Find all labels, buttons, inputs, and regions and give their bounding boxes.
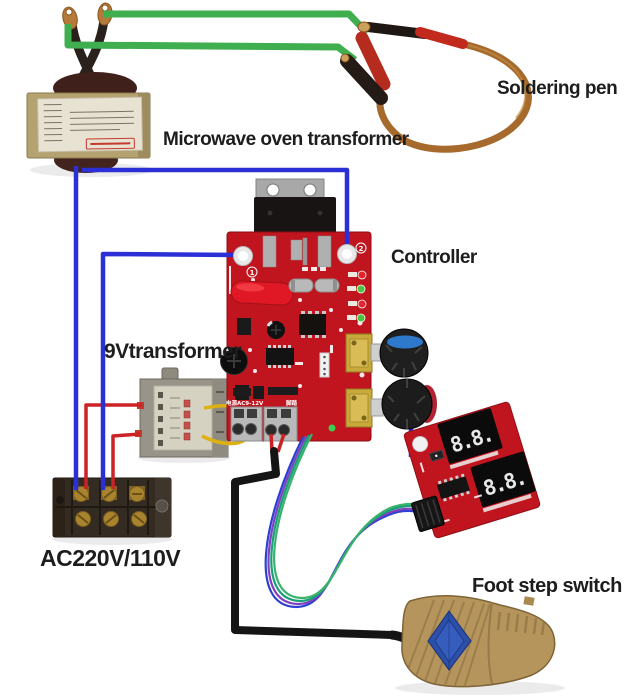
wire-blue-controller-to-terminal bbox=[100, 251, 242, 490]
electrolytic-cap-large bbox=[220, 347, 248, 375]
ribbon-strand-green bbox=[273, 433, 427, 600]
potentiometer-2 bbox=[345, 388, 384, 428]
soldering-pen bbox=[340, 21, 532, 153]
led-green-1 bbox=[356, 284, 366, 294]
ac-terminal-block bbox=[52, 477, 172, 538]
pen-handle-tip bbox=[340, 53, 350, 63]
hole-marker-2: 2 bbox=[359, 245, 364, 253]
wire-green-bottom bbox=[64, 24, 358, 63]
pot2-bushing bbox=[370, 398, 384, 417]
display-ic bbox=[436, 473, 470, 502]
foot-switch-terminal bbox=[263, 406, 298, 442]
copper-lug-left bbox=[62, 6, 78, 30]
pen-brass-ferrule bbox=[357, 21, 371, 33]
mot-label-plate bbox=[37, 96, 143, 153]
pen-red-band bbox=[415, 27, 468, 49]
blue-mains-wires bbox=[73, 166, 350, 490]
wire-red-transformer-1 bbox=[84, 403, 142, 489]
small-transistors bbox=[233, 318, 298, 400]
ribbon-cable bbox=[264, 433, 427, 609]
transformer-pins-left bbox=[158, 392, 163, 446]
status-leds bbox=[356, 270, 367, 323]
pcb-silkscreen-marks bbox=[229, 266, 365, 388]
triac-dot-left bbox=[267, 210, 273, 216]
label-microwave-oven-transformer: Microwave oven transformer bbox=[163, 129, 410, 150]
display-bottom-pads bbox=[482, 493, 532, 513]
green-output-wires bbox=[64, 10, 370, 63]
label-foot-step-switch: Foot step switch bbox=[472, 575, 622, 597]
knob-2 bbox=[381, 378, 437, 430]
electrolytic-cap-small bbox=[266, 320, 285, 339]
silkscreen-foot-label: 脚踏 bbox=[286, 399, 298, 407]
foot-switch-wiring bbox=[231, 433, 419, 650]
hole-marker-1: 1 bbox=[250, 269, 255, 277]
label-9v-transformer: 9Vtransformer bbox=[104, 340, 241, 363]
display-bottom-block bbox=[470, 451, 536, 508]
triac-module-body bbox=[254, 197, 336, 238]
mounting-hole-1: 1 bbox=[233, 246, 258, 278]
transformer-right-bracket bbox=[212, 379, 228, 457]
terminal-brass-screws bbox=[73, 486, 147, 527]
foot-pedal bbox=[401, 594, 556, 688]
pedal-crease bbox=[487, 601, 493, 685]
led-resistors bbox=[347, 272, 357, 320]
led-red-1 bbox=[357, 270, 367, 280]
wire-green-top bbox=[104, 10, 370, 36]
pedal-diamond-logo bbox=[427, 610, 472, 671]
controller-components: 1 2 bbox=[220, 242, 384, 442]
terminal-end-screw bbox=[155, 499, 169, 513]
pen-copper-highlight bbox=[462, 43, 527, 119]
display-module: 8.8. 8.8. bbox=[403, 401, 541, 539]
mot-red-stamp bbox=[85, 137, 135, 150]
display-mount-hole bbox=[412, 436, 429, 453]
pen-handle-red bbox=[355, 31, 391, 91]
red-cylinder-component bbox=[230, 280, 294, 306]
transformer-pins-right bbox=[183, 399, 191, 441]
nine-v-transformer bbox=[135, 367, 229, 458]
knob-1 bbox=[379, 328, 429, 378]
display-ribbon-connector bbox=[411, 495, 445, 532]
gray-cylinder-resistors bbox=[288, 278, 340, 293]
triac-solder-tabs bbox=[262, 235, 332, 268]
display-top-block bbox=[437, 408, 503, 464]
silkscreen-power-label: 电源AC9-12V bbox=[226, 399, 264, 407]
wire-red-transformer-2 bbox=[111, 432, 141, 489]
terminal-end-hole bbox=[56, 496, 64, 504]
labels: Microwave oven transformer Soldering pen… bbox=[40, 78, 622, 597]
wire-red-stub-2 bbox=[276, 433, 286, 453]
display-header-socket bbox=[319, 352, 330, 378]
label-soldering-pen: Soldering pen bbox=[497, 78, 617, 99]
pen-handle-black bbox=[340, 54, 388, 105]
led-red-2 bbox=[357, 299, 367, 309]
wire-black-main bbox=[231, 447, 396, 639]
wire-blue-mot-to-controller bbox=[82, 167, 350, 252]
label-ac-input: AC220V/110V bbox=[40, 545, 181, 571]
ribbon-strand-blue bbox=[264, 436, 421, 609]
pedal-hinge-tab bbox=[523, 596, 535, 606]
triac-dot-right bbox=[317, 210, 323, 216]
pedal-heel-ridges bbox=[496, 611, 546, 636]
led-green-2 bbox=[356, 313, 366, 323]
soic8-chip bbox=[299, 311, 326, 338]
transformer-face bbox=[153, 385, 213, 451]
knob1-blue-cap bbox=[387, 335, 423, 349]
triac-mount-hole-right bbox=[303, 183, 317, 197]
dip-chip bbox=[266, 345, 294, 368]
display-top-pads bbox=[449, 450, 499, 470]
potentiometer-1 bbox=[345, 333, 384, 373]
label-controller: Controller bbox=[391, 247, 478, 268]
power-input-terminal bbox=[230, 406, 263, 442]
microwave-oven-transformer bbox=[26, 2, 151, 173]
led-green-bottom bbox=[328, 424, 336, 432]
triac-mount-hole-left bbox=[266, 183, 280, 197]
mounting-hole-2: 2 bbox=[337, 242, 367, 264]
